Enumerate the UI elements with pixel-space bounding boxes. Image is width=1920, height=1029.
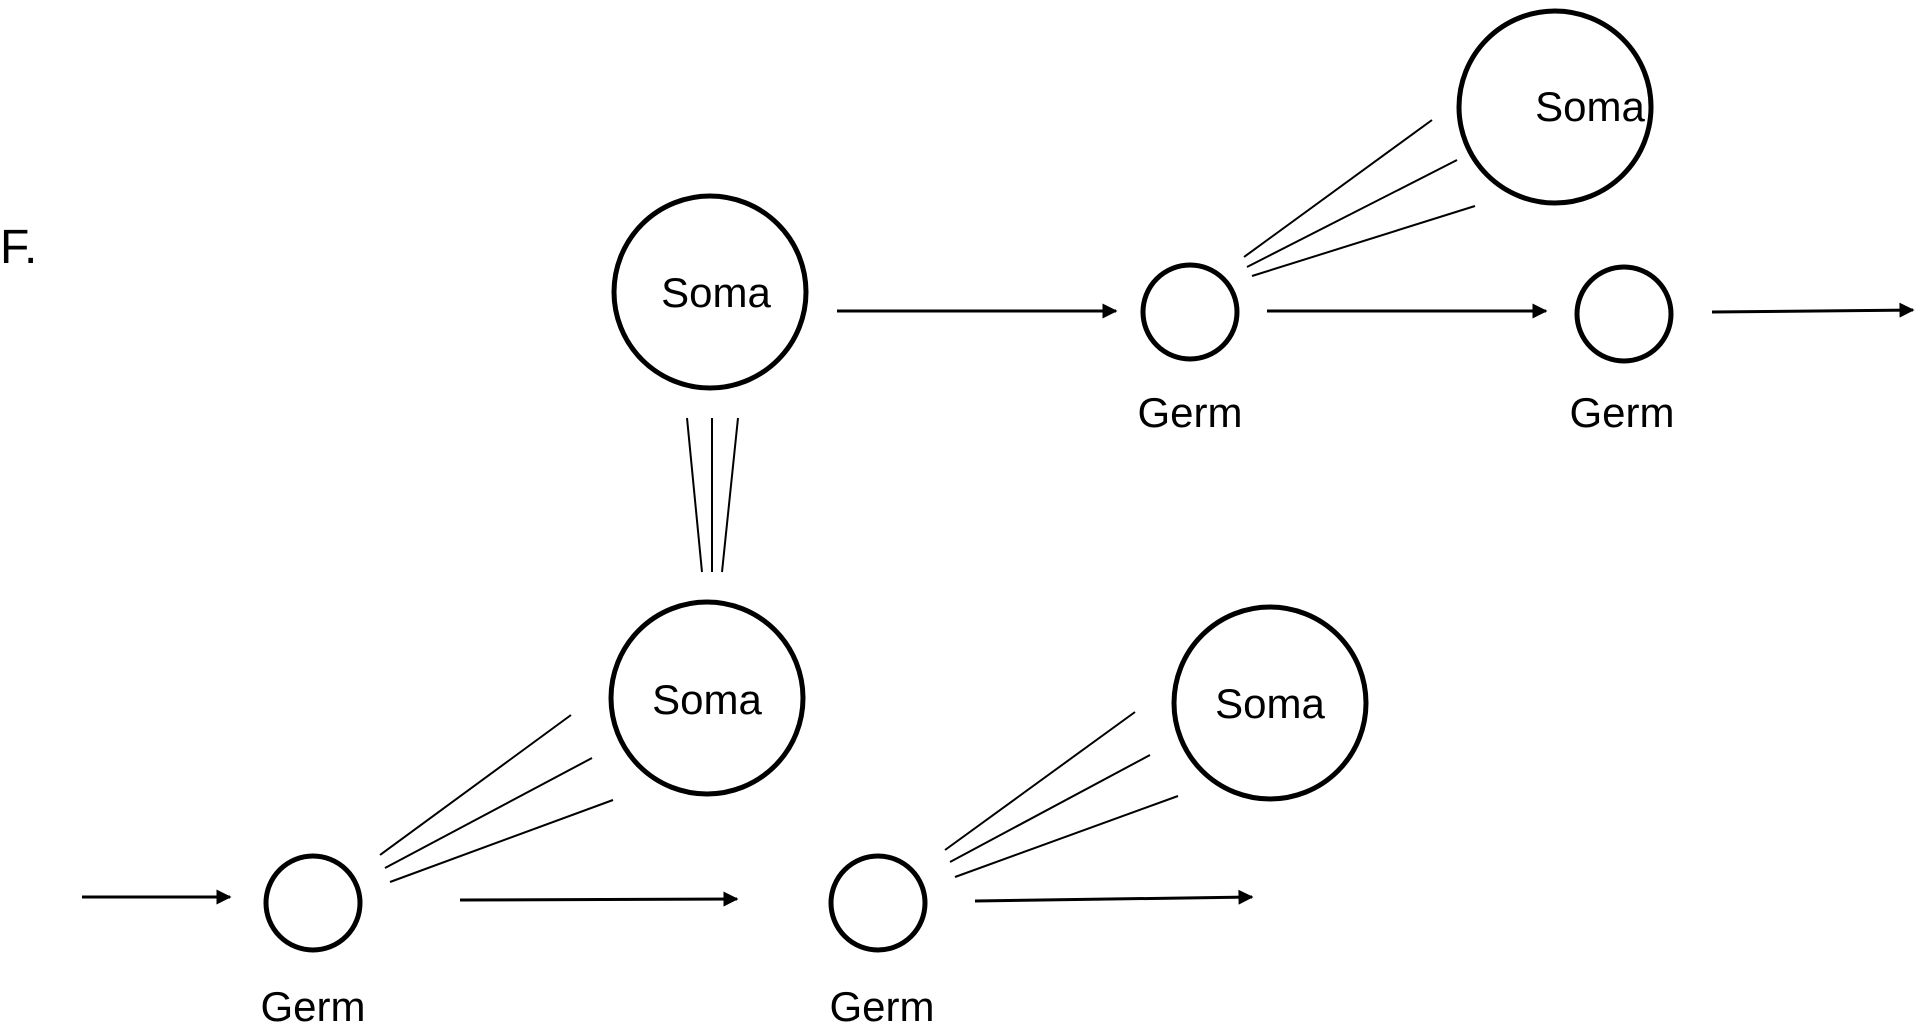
germ-top-2-label: Germ xyxy=(1570,389,1675,436)
germ-bottom-1: Germ xyxy=(261,853,366,1029)
soma-lower-right: Soma xyxy=(1171,604,1369,802)
soma-top: Soma xyxy=(611,193,809,391)
soma-lower-right-label: Soma xyxy=(1215,680,1325,727)
germ-top-2: Germ xyxy=(1570,264,1675,436)
arrow-germ-to-germ-bottom xyxy=(459,891,739,907)
germ-bottom-2: Germ xyxy=(828,853,935,1029)
arrow-germ-top-out xyxy=(1711,302,1915,318)
soma-upper-right-label: Soma xyxy=(1535,83,1645,130)
soma-middle: Soma xyxy=(608,599,806,797)
soma-top-label: Soma xyxy=(661,269,771,316)
soma-germ-connector-upper xyxy=(1243,119,1476,277)
germ-top-1-label: Germ xyxy=(1138,389,1243,436)
panel-label: F. xyxy=(0,221,37,274)
soma-upper-right: Soma xyxy=(1456,8,1654,206)
germ-top-1: Germ xyxy=(1138,262,1243,436)
germ-bottom-1-label: Germ xyxy=(261,983,366,1029)
soma-soma-connector xyxy=(686,417,739,573)
arrow-germ-bottom-out xyxy=(974,889,1254,905)
germ-bottom-2-label: Germ xyxy=(830,983,935,1029)
soma-germ-connector-middle xyxy=(379,714,614,883)
soma-germ-connector-lower xyxy=(944,711,1179,878)
soma-middle-label: Soma xyxy=(652,676,762,723)
